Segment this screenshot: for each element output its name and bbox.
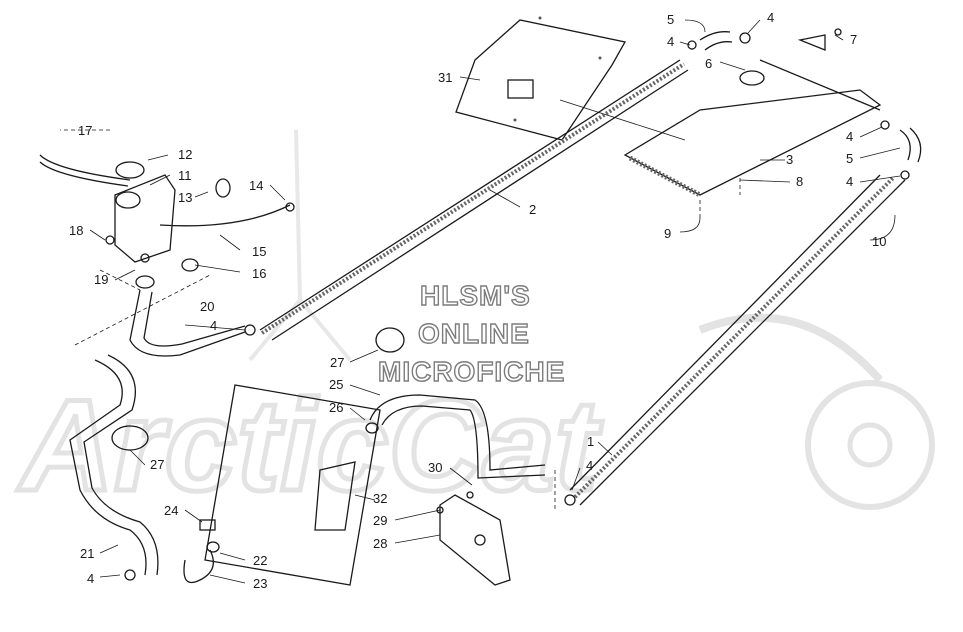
callout-26: 26: [329, 400, 343, 415]
callout-4: 4: [767, 10, 774, 25]
watermark-line-2: ONLINE: [418, 318, 530, 349]
callout-14: 14: [249, 178, 263, 193]
callout-21: 21: [80, 546, 94, 561]
callout-4: 4: [846, 174, 853, 189]
callout-20: 20: [200, 299, 214, 314]
callout-25: 25: [329, 377, 343, 392]
callout-4: 4: [87, 571, 94, 586]
watermark-logo-text: ArcticCat: [17, 372, 603, 518]
callout-31: 31: [438, 70, 452, 85]
bracket-28: [436, 470, 576, 586]
callouts: 1 2 3 4 4 4 4 4 4 4 5 5 6 7 8 9 10 11 12…: [69, 10, 886, 591]
callout-7: 7: [850, 32, 857, 47]
part-10-heat-exchanger: [569, 174, 906, 506]
callout-28: 28: [373, 536, 387, 551]
callout-27: 27: [150, 457, 164, 472]
callout-24: 24: [164, 503, 178, 518]
callout-4: 4: [210, 318, 217, 333]
part-3-heat-exchanger: [623, 59, 882, 233]
top-fittings: [684, 19, 922, 180]
watermark-line-1: HLSM'S: [420, 280, 531, 311]
callout-3: 3: [786, 152, 793, 167]
callout-23: 23: [253, 576, 267, 591]
callout-8: 8: [796, 174, 803, 189]
callout-29: 29: [373, 513, 387, 528]
callout-30: 30: [428, 460, 442, 475]
hose-20-21: [69, 274, 405, 581]
part-31-plate: [455, 16, 686, 141]
callout-13: 13: [178, 190, 192, 205]
callout-6: 6: [705, 56, 712, 71]
callout-4: 4: [586, 458, 593, 473]
callout-2: 2: [529, 202, 536, 217]
watermark-text: HLSM'S ONLINE MICROFICHE: [377, 279, 565, 387]
watermark-line-3: MICROFICHE: [378, 356, 565, 387]
callout-5: 5: [846, 151, 853, 166]
callout-9: 9: [664, 226, 671, 241]
callout-10: 10: [872, 234, 886, 249]
callout-4: 4: [846, 129, 853, 144]
part-2-heat-exchanger: [259, 59, 689, 341]
callout-15: 15: [252, 244, 266, 259]
coolant-bottle: [39, 154, 295, 291]
callout-27: 27: [330, 355, 344, 370]
radiator-frame: [183, 384, 546, 586]
callout-4: 4: [667, 34, 674, 49]
watermark-logo: ArcticCat: [15, 129, 935, 521]
callout-17: 17: [78, 123, 92, 138]
callout-1: 1: [587, 434, 594, 449]
callout-leaders: [60, 19, 901, 584]
callout-11: 11: [178, 168, 192, 183]
callout-18: 18: [69, 223, 83, 238]
callout-32: 32: [373, 491, 387, 506]
callout-16: 16: [252, 266, 266, 281]
callout-12: 12: [178, 147, 192, 162]
callout-5: 5: [667, 12, 674, 27]
callout-22: 22: [253, 553, 267, 568]
callout-19: 19: [94, 272, 108, 287]
